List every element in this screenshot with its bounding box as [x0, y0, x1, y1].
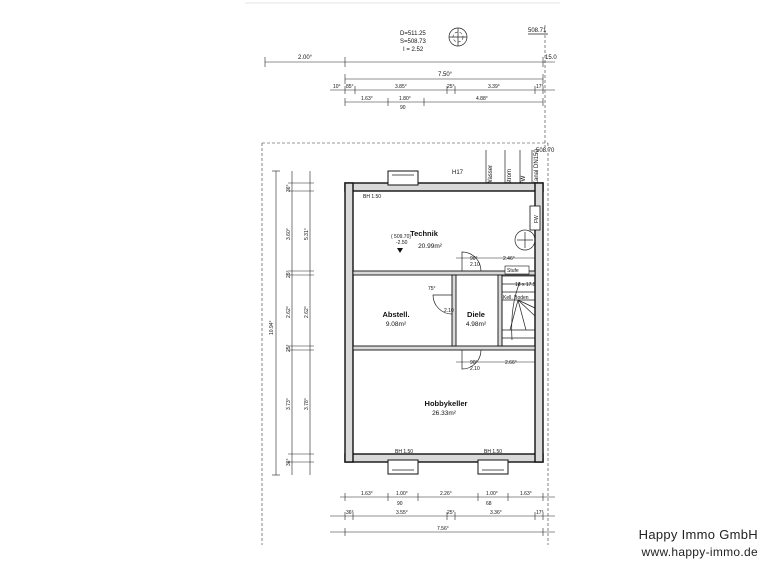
stair-note-2: Kell. Boden: [503, 295, 529, 301]
dim-246-top: 2.46°: [503, 256, 515, 262]
top-dim-r3-3: 25°: [447, 84, 455, 90]
bottom-r3-total: 7.56°: [437, 526, 449, 532]
fw-box-label: FW: [534, 215, 540, 223]
watermark-company: Happy Immo GmbH: [638, 527, 758, 542]
bottom-r1-1: 1.00°: [396, 491, 408, 497]
bottom-r1-3: 1.00°: [486, 491, 498, 497]
left-outer-2: 25°: [286, 270, 292, 278]
utility-kanal: Kanal DN150: [534, 149, 540, 185]
door-technik-height: 2.10: [470, 262, 480, 268]
left-outer-1: 3.60°: [286, 228, 292, 240]
ref-height-mid: 508.70: [536, 148, 555, 154]
house-code: H17: [452, 170, 464, 176]
bottom-r1-0: 1.63°: [361, 491, 373, 497]
top-dim-r3-4: 3.39°: [488, 84, 500, 90]
left-dimension-lines: [272, 170, 314, 476]
room-abstell-name: Abstell.: [382, 310, 409, 319]
left-outer-5: 3.73°: [286, 398, 292, 410]
inner-walls: [352, 270, 536, 351]
top-dim-left: 2.00°: [298, 55, 313, 61]
door-hobby-height: 2.10: [470, 366, 480, 372]
top-dim-r3-5: 17°: [536, 84, 544, 90]
room-diele-area: 4.98m²: [466, 321, 487, 328]
utility-lines: [485, 150, 533, 185]
top-dim-r4-1: 1.80°: [399, 96, 411, 102]
door-hobbykeller: [461, 349, 482, 370]
bh-bottom-right: BH 1.50: [484, 449, 502, 455]
top-dim-r3-1: 85°: [346, 84, 354, 90]
ref-height-top: 508.71: [528, 28, 547, 34]
room-hobbykeller-area: 26.33m²: [432, 410, 457, 417]
room-technik-name: Technik: [410, 229, 439, 238]
bottom-r1-sub-1: 68: [486, 501, 492, 507]
left-inner-0: 5.31°: [304, 228, 310, 240]
top-dim-r3-0: 10°: [333, 84, 341, 90]
top-dimension-lines: [264, 57, 555, 106]
fw-box: [529, 205, 541, 231]
door-abstell-height: 2.10: [444, 308, 454, 314]
top-dim-r4-0: 1.63°: [361, 96, 373, 102]
bottom-r2-4: 17°: [536, 510, 544, 516]
steps-label: Stufe: [507, 268, 519, 274]
bottom-r2-3: 3.36°: [490, 510, 502, 516]
top-dim-r4-2: 4.88°: [476, 96, 488, 102]
window-bottom-right: [477, 459, 509, 475]
utility-wasser: Wasser: [488, 165, 494, 185]
top-dim-total: 7.50°: [438, 72, 453, 78]
door-hobby-width: 90°: [470, 360, 478, 366]
utility-strom: Strom: [507, 169, 513, 185]
left-outer-4: 25°: [286, 344, 292, 352]
room-abstell-area: 9.08m²: [386, 321, 407, 328]
utility-fw: FW: [521, 175, 527, 185]
dim-246-bottom: 2.66°: [505, 360, 517, 366]
bottom-r2-1: 3.55°: [396, 510, 408, 516]
left-inner-2: 3.78°: [304, 398, 310, 410]
door-technik: [461, 251, 482, 272]
window-bottom-left: [387, 459, 419, 475]
bottom-r2-0: 36°: [346, 510, 354, 516]
left-outer-6: 36°: [286, 458, 292, 466]
left-outer-0: 36°: [286, 184, 292, 192]
bottom-r1-sub-0: 90: [397, 501, 403, 507]
room-hobbykeller-name: Hobbykeller: [425, 399, 468, 408]
top-dim-right: 15.0: [545, 55, 557, 61]
top-dim-r3-2: 3.85°: [395, 84, 407, 90]
top-dim-r4-sub: 90: [400, 105, 406, 111]
site-height-s: S=508.73: [400, 39, 427, 45]
compass-icon: [448, 27, 468, 47]
level-mark: ( 509.70): [391, 234, 411, 240]
bottom-r1-4: 1.63°: [520, 491, 532, 497]
bottom-dimension-lines: [330, 493, 555, 536]
bottom-r2-2: 25°: [447, 510, 455, 516]
property-boundary: [261, 142, 549, 545]
left-outer-3: 2.62°: [286, 306, 292, 318]
site-height-d: D=511.25: [400, 31, 426, 37]
bh-bottom-left: BH 1.50: [395, 449, 413, 455]
door-technik-width: 90°: [470, 256, 478, 262]
site-slope: I = 2.52: [403, 47, 424, 53]
room-diele-name: Diele: [467, 310, 485, 319]
steps-box: [504, 265, 530, 275]
tank-icon: [514, 229, 536, 251]
watermark-url: www.happy-immo.de: [641, 545, 758, 559]
left-dim-total: 10.94°: [269, 320, 275, 335]
staircase: [501, 275, 536, 347]
window-top: [387, 170, 419, 186]
level-sub: -2.50: [396, 240, 408, 246]
door-abstell-width: 75°: [428, 286, 436, 292]
outer-walls: [344, 182, 544, 463]
left-inner-1: 2.62°: [304, 306, 310, 318]
stair-note-1: 16 x 17.5: [515, 282, 536, 288]
bh-top: BH 1.50: [363, 194, 381, 200]
door-abstell: [432, 294, 453, 315]
bottom-r1-2: 2.26°: [440, 491, 452, 497]
room-technik-area: 20.99m²: [418, 243, 443, 250]
level-marker-icon: [397, 248, 403, 253]
